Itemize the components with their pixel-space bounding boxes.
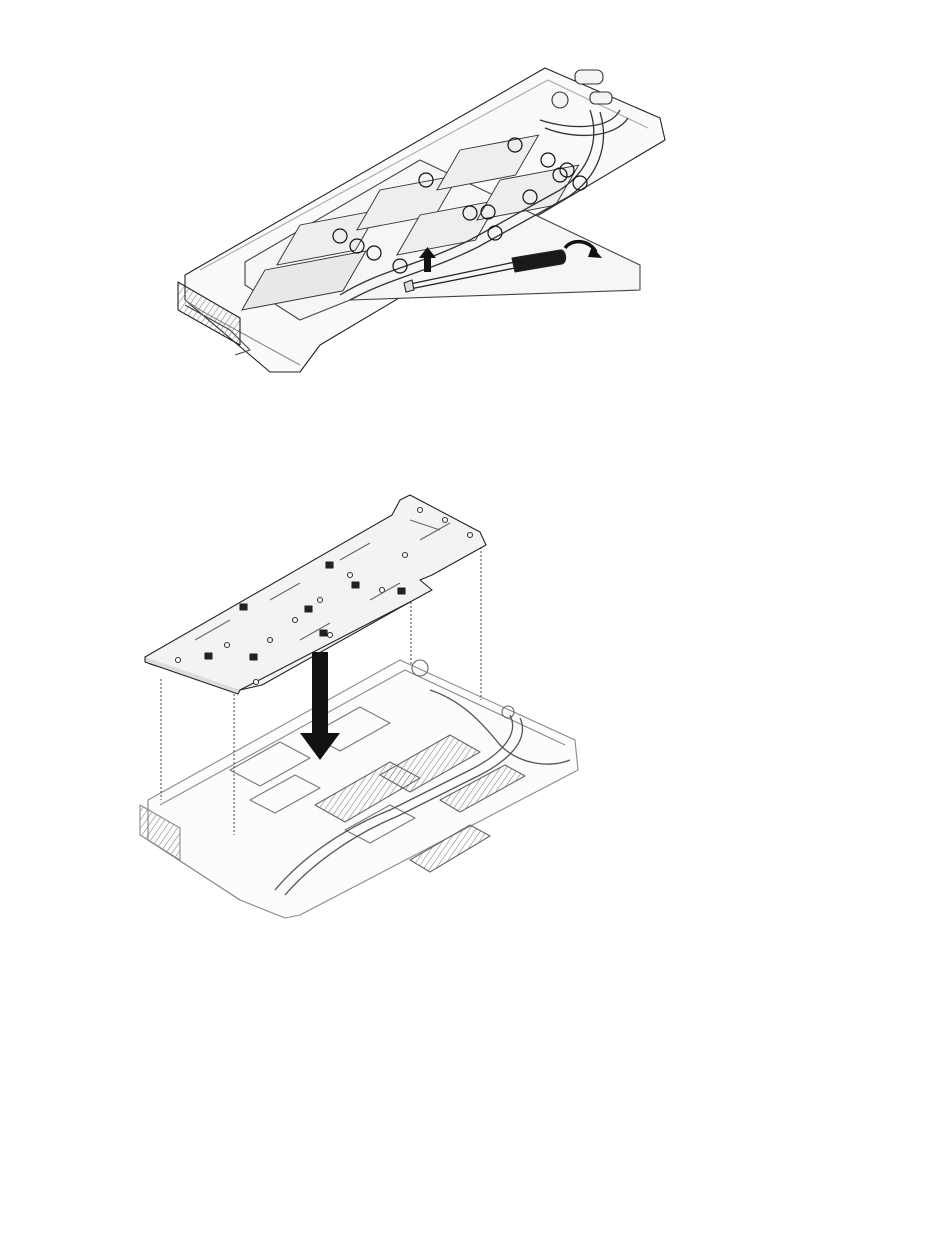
lower-tray [140,660,578,918]
step-1-illustration [178,68,665,372]
step-2-illustration [140,495,578,918]
